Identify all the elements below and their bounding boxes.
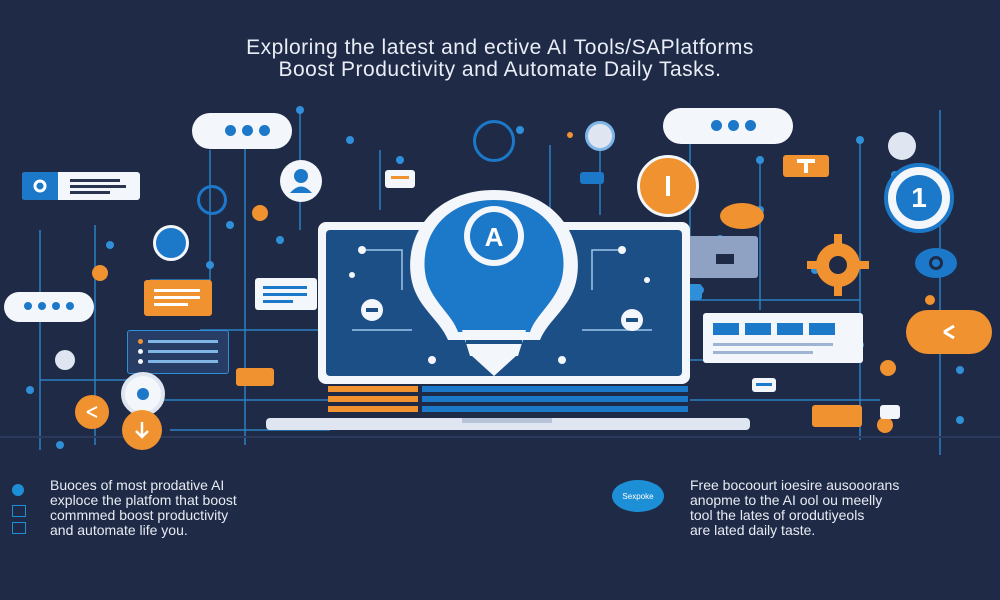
- small-card: [385, 170, 415, 188]
- tag-card: [236, 368, 274, 386]
- eye-icon: [915, 248, 957, 278]
- user-icon: [280, 160, 322, 202]
- cloud-icon-top-right: [663, 108, 793, 144]
- cloud-icon-top-left: [192, 113, 292, 149]
- bulb-letter: A: [484, 222, 504, 252]
- list-card: [127, 330, 229, 374]
- gear-icon: [22, 172, 58, 200]
- laptop-illustration: [266, 190, 750, 430]
- settings-card: [22, 172, 140, 200]
- dot-icon-right: [888, 132, 916, 160]
- small-tag: [880, 405, 900, 419]
- gear-icon-large: [807, 234, 869, 296]
- bottom-left-text: Buoces of most prodative AI exploce the …: [50, 477, 237, 538]
- mini-bar-icon: [580, 172, 604, 184]
- checkbox-icon: [12, 522, 26, 534]
- dot-icon: [55, 350, 75, 370]
- bottom-right-text: Free bocoourt ioesire ausooorans anopme …: [690, 477, 900, 538]
- download-icon: [122, 410, 162, 450]
- target-icon: [121, 372, 165, 416]
- info-icon: [637, 155, 699, 217]
- cloud-icon-left: [4, 292, 94, 322]
- bullet-icon: [12, 484, 24, 496]
- toggle-icon: [585, 121, 615, 151]
- tool-card: [783, 155, 829, 177]
- document-card: [144, 280, 212, 316]
- chat-icon: [153, 225, 189, 261]
- chat-bubble-icon: [906, 310, 992, 354]
- orange-box: [812, 405, 862, 427]
- page-title-line-2: Boost Productivity and Automate Daily Ta…: [278, 58, 722, 81]
- pill-icon: [720, 203, 764, 229]
- page-title-line-1: Exploring the latest and ective AI Tools…: [246, 36, 754, 59]
- number-badge-icon: 1: [884, 163, 954, 233]
- label-tag: [752, 378, 776, 392]
- text-card: [255, 278, 317, 310]
- ring-icon-top: [473, 120, 515, 162]
- checkbox-icon: [12, 505, 26, 517]
- dashboard-card: [703, 313, 863, 363]
- arrow-icon: [75, 395, 109, 429]
- ring-icon: [197, 185, 227, 215]
- number-badge-label: 1: [896, 175, 942, 221]
- brand-badge: Sexpoke: [612, 480, 664, 512]
